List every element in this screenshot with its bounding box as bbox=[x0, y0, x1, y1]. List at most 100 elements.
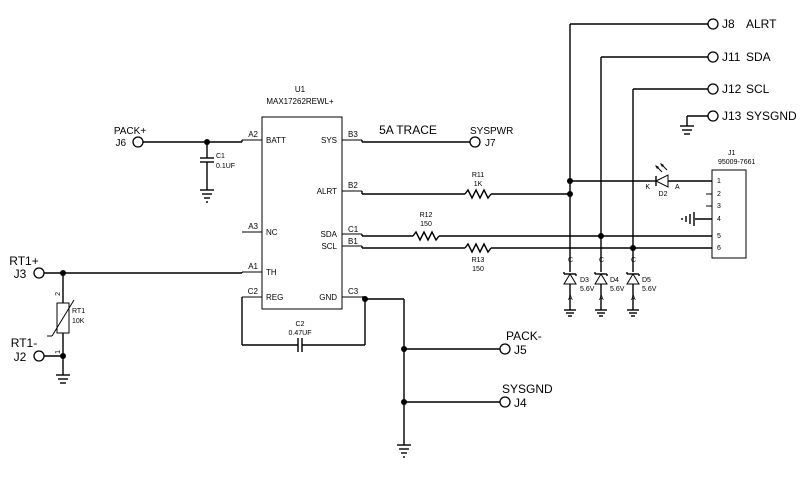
j8-terminal[interactable] bbox=[707, 18, 719, 30]
tvs-diode-d5: C A D5 5.6V bbox=[626, 257, 657, 317]
d5-c-label: C bbox=[631, 257, 636, 264]
j5-terminal[interactable] bbox=[499, 343, 511, 355]
rt1-value: 10K bbox=[72, 318, 85, 325]
u1-pin-name-scl: SCL bbox=[321, 242, 337, 251]
d2-k-label: K bbox=[645, 184, 650, 191]
u1-pin-name-reg: REG bbox=[266, 293, 283, 302]
d3-refdes: D3 bbox=[580, 277, 589, 284]
j2-terminal[interactable] bbox=[33, 350, 45, 362]
rt1-refdes: RT1 bbox=[72, 308, 85, 315]
u1-part-number: MAX17262REWL+ bbox=[266, 97, 334, 106]
pack-plus-net: PACK+ J6 C1 0.1UF bbox=[114, 126, 243, 203]
r13-resistor bbox=[464, 242, 492, 254]
j1-pin-2: 2 bbox=[717, 191, 721, 198]
rt1-pin2: 2 bbox=[55, 292, 62, 296]
scl-label: SCL bbox=[746, 82, 770, 96]
thermistor-net: RT1+ J3 2 RT1 10K 1 RT1- J2 bbox=[9, 254, 243, 384]
d5-value: 5.6V bbox=[642, 286, 657, 293]
d2-refdes: D2 bbox=[659, 191, 668, 198]
j1-pin-5: 5 bbox=[717, 233, 721, 240]
u1-pin-name-sda: SDA bbox=[321, 230, 338, 239]
reg-gnd-net: C2 0.47UF PACK- J5 SYSGND J4 bbox=[241, 296, 553, 458]
u1-pin-name-alrt: ALRT bbox=[317, 187, 337, 196]
r11-refdes: R11 bbox=[472, 172, 484, 179]
j12-terminal[interactable] bbox=[707, 83, 719, 95]
r12-value: 150 bbox=[420, 221, 432, 228]
u1-pin-num-a2: A2 bbox=[248, 130, 258, 139]
d3-c-label: C bbox=[568, 257, 573, 264]
j1-part-number: 95009-7661 bbox=[718, 159, 755, 166]
sysgnd-label: SYSGND bbox=[502, 382, 553, 396]
j3-terminal[interactable] bbox=[33, 267, 45, 279]
u1-pin-num-b1: B1 bbox=[348, 237, 358, 246]
sda-net: R12 150 bbox=[361, 56, 712, 272]
c1-refdes: C1 bbox=[216, 153, 225, 160]
j1-connector: J1 95009-7661 1 2 3 4 5 6 bbox=[681, 150, 755, 259]
j4-label: J4 bbox=[514, 396, 527, 410]
u1-pin-num-c2: C2 bbox=[248, 287, 259, 296]
r12-resistor bbox=[412, 230, 440, 242]
d3-value: 5.6V bbox=[580, 286, 595, 293]
j8-label: J8 bbox=[722, 17, 735, 31]
u1-pin-num-c3: C3 bbox=[348, 287, 359, 296]
u1-pin-name-sys: SYS bbox=[321, 136, 337, 145]
d5-refdes: D5 bbox=[642, 277, 651, 284]
j4-terminal[interactable] bbox=[499, 396, 511, 408]
syspwr-label: SYSPWR bbox=[470, 126, 513, 137]
d4-a-label: A bbox=[599, 295, 604, 302]
r13-value: 150 bbox=[472, 266, 484, 273]
ground-symbol bbox=[680, 125, 694, 135]
d4-value: 5.6V bbox=[610, 286, 625, 293]
alrt-net: R11 1K K A D2 bbox=[361, 23, 712, 272]
ground-symbol bbox=[200, 189, 214, 203]
u1-pin-name-batt: BATT bbox=[266, 136, 286, 145]
j1-refdes: J1 bbox=[728, 150, 736, 157]
j1-pin-4: 4 bbox=[717, 216, 721, 223]
tvs-diode-d4: C A D4 5.6V bbox=[594, 257, 625, 317]
d3-a-label: A bbox=[568, 295, 573, 302]
r12-refdes: R12 bbox=[420, 212, 433, 219]
sys-net: 5A TRACE SYSPWR J7 bbox=[361, 123, 513, 149]
u1-chip: U1 MAX17262REWL+ A2 BATT A3 NC A1 TH C2 … bbox=[242, 85, 362, 310]
rt1-slash bbox=[51, 299, 75, 337]
io-terminals: J8 ALRT J11 SDA J12 SCL J13 SYSGND bbox=[680, 17, 797, 135]
r13-refdes: R13 bbox=[472, 257, 485, 264]
j1-body bbox=[711, 169, 747, 259]
j1-pin-3: 3 bbox=[717, 203, 721, 210]
u1-pin-num-b2: B2 bbox=[348, 181, 358, 190]
j7-terminal[interactable] bbox=[469, 136, 481, 148]
rt1-pin1: 1 bbox=[55, 350, 62, 354]
j3-label: J3 bbox=[14, 267, 27, 281]
j11-label: J11 bbox=[722, 50, 741, 64]
j6-terminal[interactable] bbox=[132, 136, 144, 148]
alrt-label: ALRT bbox=[746, 17, 777, 31]
sysgnd-io-label: SYSGND bbox=[746, 109, 797, 123]
r11-value: 1K bbox=[474, 181, 483, 188]
pack-minus-label: PACK- bbox=[506, 329, 542, 343]
j13-terminal[interactable] bbox=[707, 110, 719, 122]
j13-label: J13 bbox=[722, 109, 742, 123]
r11-resistor bbox=[464, 188, 492, 200]
tvs-diode-d3: C A D3 5.6V bbox=[563, 257, 595, 317]
d4-refdes: D4 bbox=[610, 277, 619, 284]
c1-value: 0.1UF bbox=[216, 163, 235, 170]
j1-pin-6: 6 bbox=[717, 245, 721, 252]
scl-net: R13 150 bbox=[361, 88, 712, 273]
j11-terminal[interactable] bbox=[707, 51, 719, 63]
u1-pin-name-nc: NC bbox=[266, 228, 278, 237]
c2-refdes: C2 bbox=[296, 321, 305, 328]
j6-label: J6 bbox=[115, 138, 126, 149]
u1-pin-num-c1: C1 bbox=[348, 225, 359, 234]
ground-symbol bbox=[56, 374, 70, 384]
trace-label: 5A TRACE bbox=[379, 123, 437, 137]
u1-pin-num-a1: A1 bbox=[248, 262, 258, 271]
d2-led: K A D2 bbox=[645, 163, 712, 198]
d5-a-label: A bbox=[631, 295, 636, 302]
ground-symbol bbox=[681, 212, 695, 226]
j2-label: J2 bbox=[14, 350, 27, 364]
u1-pin-name-th: TH bbox=[266, 268, 277, 277]
j7-label: J7 bbox=[485, 138, 496, 149]
c2-value: 0.47UF bbox=[289, 330, 312, 337]
j5-label: J5 bbox=[514, 343, 527, 357]
